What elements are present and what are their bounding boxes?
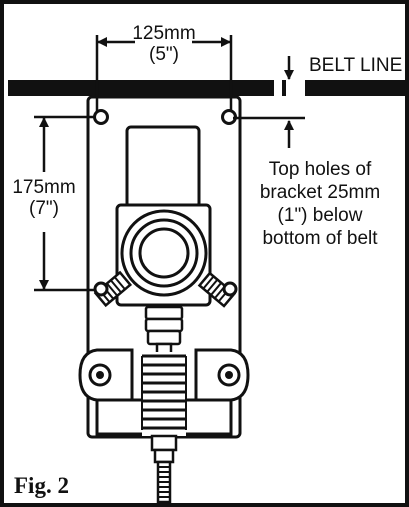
- width-mm-label: 125mm: [132, 23, 195, 44]
- left-fitting: [93, 270, 133, 308]
- central-valve: [120, 209, 208, 297]
- belt: [8, 80, 405, 96]
- width-in-label: (5"): [149, 44, 179, 65]
- note-line-2: bracket 25mm: [260, 182, 380, 203]
- upper-housing: [125, 125, 201, 209]
- height-mm-label: 175mm: [12, 177, 75, 198]
- belt-line-label: BELT LINE: [309, 55, 402, 76]
- figure-label: Fig. 2: [14, 473, 69, 498]
- note-line-3: (1") below: [278, 205, 363, 226]
- belt-offset-indicator: [233, 56, 305, 148]
- left-fitting-hole: [93, 281, 109, 297]
- note-line-1: Top holes of: [269, 159, 372, 180]
- width-dimension: [95, 35, 233, 112]
- coil-spring: [141, 352, 187, 436]
- top-left-hole: [93, 109, 109, 125]
- height-dimension: [34, 115, 96, 292]
- lower-rod: [150, 434, 178, 504]
- height-in-label: (7"): [29, 198, 59, 219]
- right-fitting-hole: [222, 281, 238, 297]
- bracket-note: Top holes of bracket 25mm (1") below bot…: [260, 159, 380, 249]
- note-line-4: bottom of belt: [262, 228, 378, 249]
- right-fitting: [197, 271, 237, 308]
